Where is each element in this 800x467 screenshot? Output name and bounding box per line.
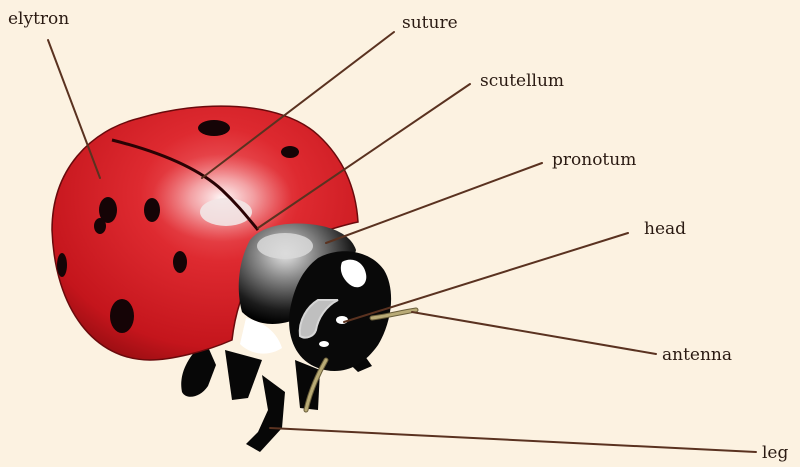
label-pronotum: pronotum <box>552 150 636 170</box>
label-scutellum: scutellum <box>480 71 564 91</box>
label-elytron: elytron <box>8 9 69 29</box>
label-suture: suture <box>402 13 458 33</box>
pronotum-leader <box>326 163 542 243</box>
label-leg: leg <box>762 443 788 463</box>
antenna-leader <box>412 312 656 354</box>
leg-leader <box>270 428 756 452</box>
label-antenna: antenna <box>662 345 732 365</box>
label-head: head <box>644 219 686 239</box>
elytron-leader <box>48 40 100 178</box>
